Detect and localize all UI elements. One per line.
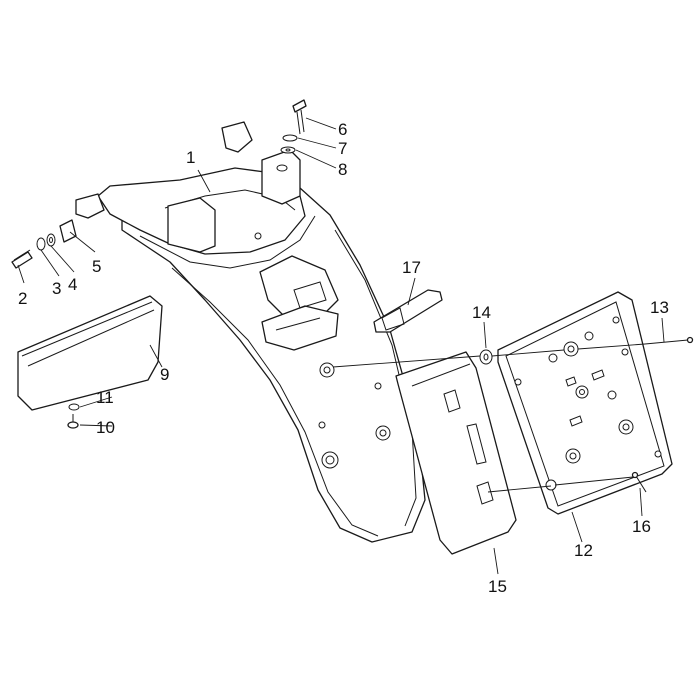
callout-3: 3 xyxy=(52,279,61,298)
plate-bracket xyxy=(395,351,517,555)
screw-2 xyxy=(11,249,33,269)
clip-nut-5 xyxy=(59,219,77,243)
callout-2: 2 xyxy=(18,289,27,308)
washer-8 xyxy=(280,146,296,154)
callout-17: 17 xyxy=(402,258,421,277)
washer-7 xyxy=(282,134,298,142)
callout-14: 14 xyxy=(472,303,491,322)
callout-labels: 1 2 3 4 5 6 7 8 9 10 11 12 13 14 15 16 1… xyxy=(18,120,669,596)
callout-12: 12 xyxy=(574,541,593,560)
screw-16 xyxy=(631,471,647,493)
callout-1: 1 xyxy=(186,148,195,167)
grommet-14 xyxy=(479,349,493,365)
callout-15: 15 xyxy=(488,577,507,596)
plate-light-housing xyxy=(259,255,339,351)
callout-16: 16 xyxy=(632,517,651,536)
washer-4 xyxy=(46,233,56,247)
callout-7: 7 xyxy=(338,139,347,158)
license-plate-holder xyxy=(497,291,673,515)
side-shield xyxy=(17,295,163,411)
callout-8: 8 xyxy=(338,160,347,179)
leader-lines xyxy=(17,117,665,575)
callout-9: 9 xyxy=(160,365,169,384)
washer-3 xyxy=(36,237,46,251)
washer-11 xyxy=(68,403,80,411)
callout-4: 4 xyxy=(68,275,77,294)
callout-11: 11 xyxy=(96,388,114,407)
callout-6: 6 xyxy=(338,120,347,139)
reflector xyxy=(373,289,443,333)
callout-10: 10 xyxy=(96,418,115,437)
screw-6 xyxy=(292,99,307,135)
rear-mudguard xyxy=(75,121,426,543)
callout-5: 5 xyxy=(92,257,101,276)
screw-10 xyxy=(67,414,79,429)
assembly-lines xyxy=(332,343,646,493)
callout-13: 13 xyxy=(650,298,669,317)
screw-13 xyxy=(644,336,694,345)
